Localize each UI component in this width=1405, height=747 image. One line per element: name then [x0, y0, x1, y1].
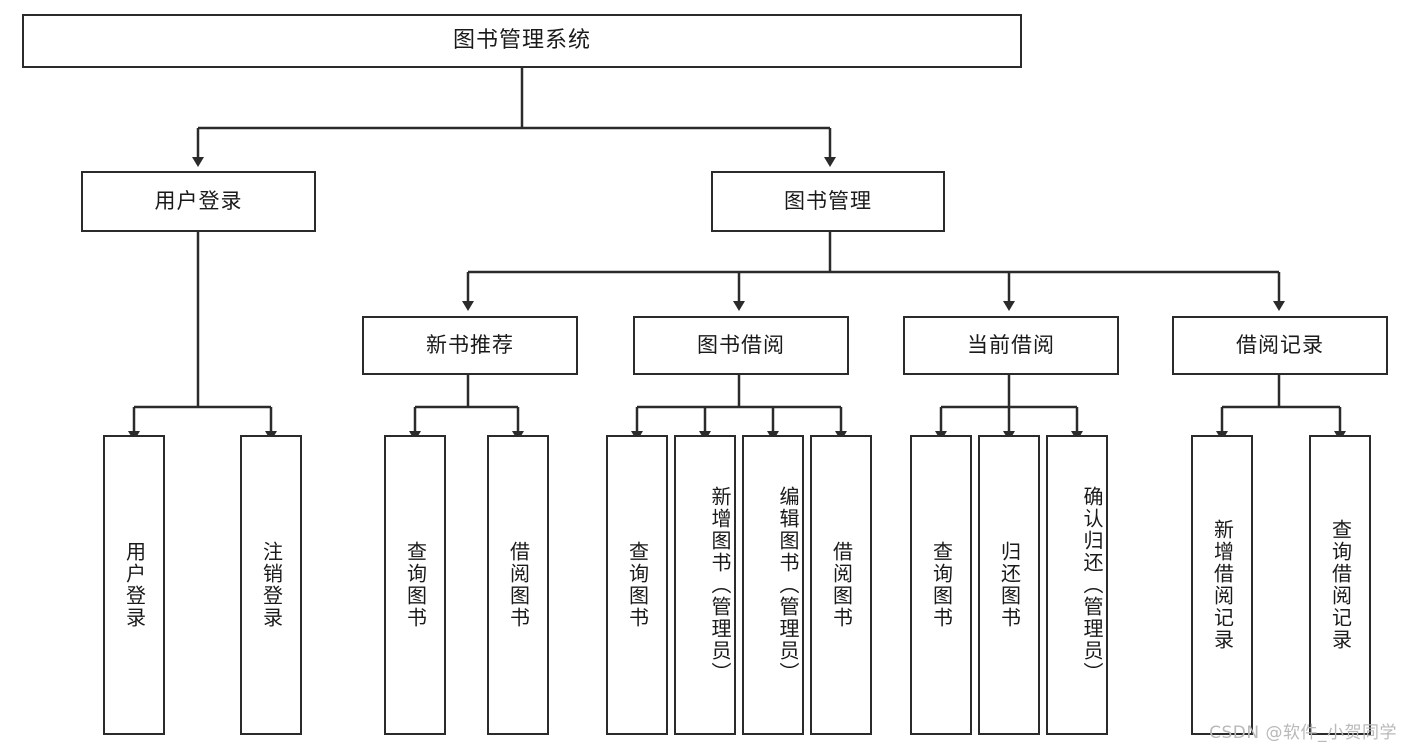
leaf-return-book-label: 归还图书: [997, 541, 1022, 629]
leaf-borrow-book-borrow-label: 借阅图书: [829, 541, 854, 629]
leaf-add-book-admin[interactable]: 新增图书（管理员）: [674, 435, 736, 735]
node-root-label: 图书管理系统: [452, 27, 591, 53]
leaf-add-borrow-record-label: 新增借阅记录: [1210, 519, 1235, 651]
leaf-logout[interactable]: 注销登录: [240, 435, 302, 735]
leaf-edit-book-admin[interactable]: 编辑图书（管理员）: [742, 435, 804, 735]
leaf-confirm-return-admin-label: 确认归还（管理员）: [1080, 486, 1104, 684]
node-user-login[interactable]: 用户登录: [81, 171, 316, 232]
node-book-management-label: 图书管理: [784, 188, 872, 213]
node-new-book-recommend-label: 新书推荐: [426, 332, 514, 357]
leaf-query-book-newbook-label: 查询图书: [403, 541, 428, 629]
node-current-borrow-label: 当前借阅: [967, 332, 1055, 357]
leaf-borrow-book-newbook[interactable]: 借阅图书: [487, 435, 549, 735]
leaf-query-book-borrow[interactable]: 查询图书: [606, 435, 668, 735]
node-borrow-record[interactable]: 借阅记录: [1172, 316, 1388, 375]
node-user-login-label: 用户登录: [154, 188, 243, 213]
node-book-borrow[interactable]: 图书借阅: [633, 316, 849, 375]
node-borrow-record-label: 借阅记录: [1236, 332, 1324, 357]
leaf-query-book-current[interactable]: 查询图书: [910, 435, 972, 735]
leaf-return-book[interactable]: 归还图书: [978, 435, 1040, 735]
leaf-borrow-book-newbook-label: 借阅图书: [506, 541, 531, 629]
watermark: CSDN @软件_小贺同学: [1209, 723, 1397, 743]
leaf-query-borrow-record[interactable]: 查询借阅记录: [1309, 435, 1371, 735]
leaf-edit-book-admin-label: 编辑图书（管理员）: [776, 486, 800, 684]
leaf-query-book-current-label: 查询图书: [929, 541, 954, 629]
node-current-borrow[interactable]: 当前借阅: [903, 316, 1119, 375]
node-root[interactable]: 图书管理系统: [22, 14, 1022, 68]
leaf-logout-label: 注销登录: [259, 541, 284, 629]
leaf-query-book-borrow-label: 查询图书: [625, 541, 650, 629]
leaf-add-borrow-record[interactable]: 新增借阅记录: [1191, 435, 1253, 735]
leaf-borrow-book-borrow[interactable]: 借阅图书: [810, 435, 872, 735]
leaf-query-borrow-record-label: 查询借阅记录: [1328, 519, 1353, 651]
node-book-borrow-label: 图书借阅: [697, 332, 785, 357]
node-new-book-recommend[interactable]: 新书推荐: [362, 316, 578, 375]
leaf-confirm-return-admin[interactable]: 确认归还（管理员）: [1046, 435, 1108, 735]
leaf-user-login-label: 用户登录: [122, 541, 147, 629]
leaf-user-login[interactable]: 用户登录: [103, 435, 165, 735]
leaf-add-book-admin-label: 新增图书（管理员）: [708, 486, 732, 684]
node-book-management[interactable]: 图书管理: [711, 171, 945, 232]
leaf-query-book-newbook[interactable]: 查询图书: [384, 435, 446, 735]
